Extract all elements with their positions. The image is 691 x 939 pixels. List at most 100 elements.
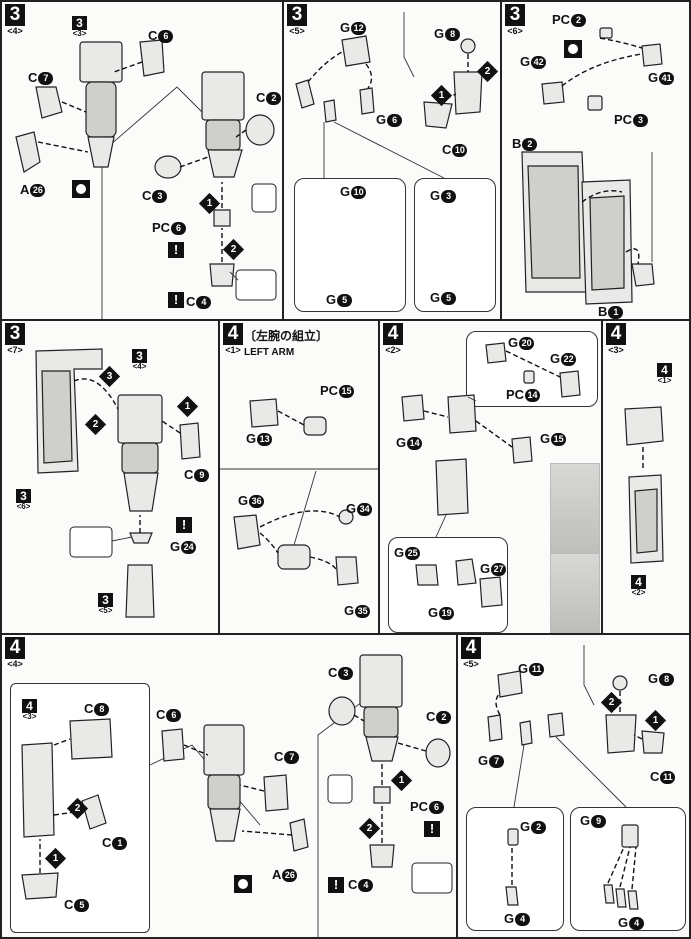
order-badge-2: 2	[222, 238, 245, 261]
part-g27	[479, 576, 503, 608]
warning-icon: !	[168, 242, 184, 258]
reference-photo-side	[550, 553, 600, 633]
assembly-drawing	[401, 342, 581, 608]
part-pc15	[303, 416, 327, 436]
part-c2	[245, 114, 275, 146]
part-a26	[289, 818, 309, 852]
part-g35	[335, 556, 359, 586]
assembly-drawing	[15, 39, 277, 319]
warning-icon: !	[328, 877, 344, 893]
part-g24	[129, 532, 153, 544]
part-c6	[139, 39, 165, 77]
part-g25	[415, 564, 439, 586]
part-c11	[641, 730, 665, 754]
ref-step-4-2: 4<2>	[631, 575, 646, 597]
shoulder-assembly	[624, 406, 664, 446]
assembly-drawing	[624, 406, 664, 564]
thigh-frame	[85, 81, 117, 138]
step-marker: 4<3>	[606, 323, 626, 355]
reference-photo-front	[550, 463, 600, 557]
part-arm	[21, 742, 55, 838]
warning-icon: !	[168, 292, 184, 308]
warning-icon: !	[176, 517, 192, 533]
detail-inset-fingers	[466, 807, 564, 931]
assembly-drawing	[521, 27, 663, 305]
part-c9	[179, 422, 201, 460]
step-marker: 4<2>	[383, 323, 403, 355]
section-title-jp: 〔左腕の組立〕	[244, 329, 329, 343]
order-badge-3: 3	[98, 365, 121, 388]
part-g41	[641, 43, 663, 67]
section-title-en: LEFT ARM	[244, 347, 295, 358]
order-badge-1: 1	[390, 769, 413, 792]
part-g13	[249, 398, 279, 428]
ref-step-3-6: 3<6>	[16, 489, 31, 511]
order-badge-1: 1	[176, 395, 199, 418]
part-c8	[69, 718, 113, 760]
step-marker: 4<5>	[461, 637, 481, 669]
order-badge-1: 1	[44, 847, 67, 870]
panel-step-3-4: 3<4>	[0, 0, 284, 321]
part-hand	[453, 71, 483, 115]
ref-step-3-3: 3<3>	[72, 16, 87, 38]
step-marker: 3<5>	[287, 4, 307, 36]
part-c3	[328, 696, 356, 726]
part-pc3	[587, 95, 603, 111]
part-c4	[209, 263, 235, 287]
order-badge-2: 2	[66, 797, 89, 820]
part-g36	[233, 514, 261, 550]
assembly-drawing	[220, 398, 378, 586]
part-pc2	[599, 27, 613, 39]
part-hand	[605, 714, 637, 754]
part-g11	[497, 670, 523, 698]
order-badge-2: 2	[600, 691, 623, 714]
part-g12	[341, 35, 371, 67]
part-pc6	[373, 786, 391, 804]
step-marker: 3<4>	[5, 4, 25, 36]
panel-step-4-3: 4<3> 4<1> 4<2>	[601, 319, 691, 635]
knee-armor	[87, 136, 115, 168]
part-c1	[81, 794, 107, 830]
part-g42	[541, 81, 565, 105]
